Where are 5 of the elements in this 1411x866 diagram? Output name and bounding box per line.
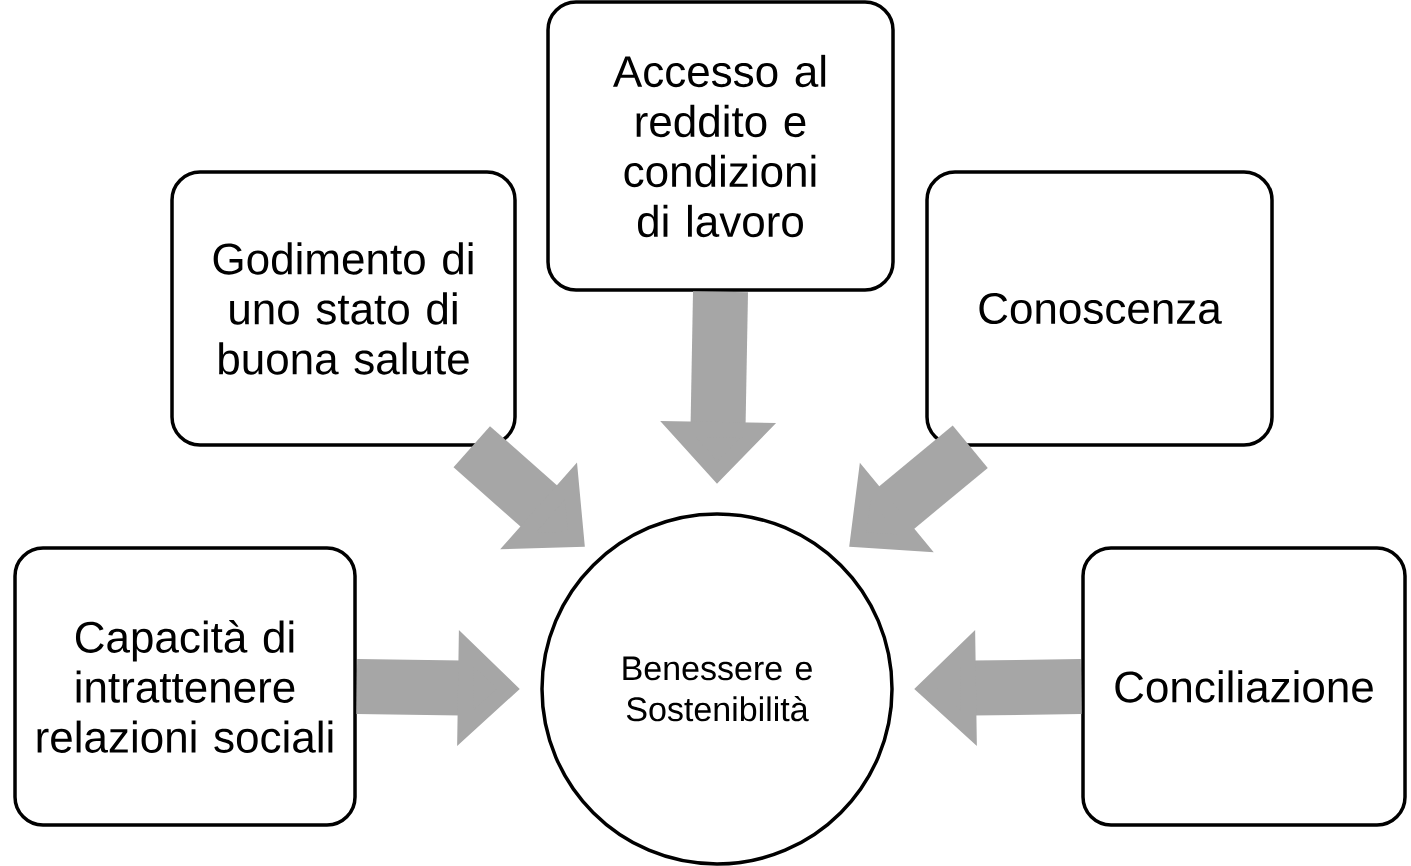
text-box: Conciliazione bbox=[1081, 546, 1407, 827]
text-box: Accesso al reddito e condizioni di lavoro bbox=[546, 0, 895, 292]
text-box: Conoscenza bbox=[925, 170, 1274, 447]
text-box: Capacità di intrattenere relazioni sociali bbox=[13, 546, 357, 827]
text-box: Godimento di uno stato di buona salute bbox=[170, 170, 517, 447]
